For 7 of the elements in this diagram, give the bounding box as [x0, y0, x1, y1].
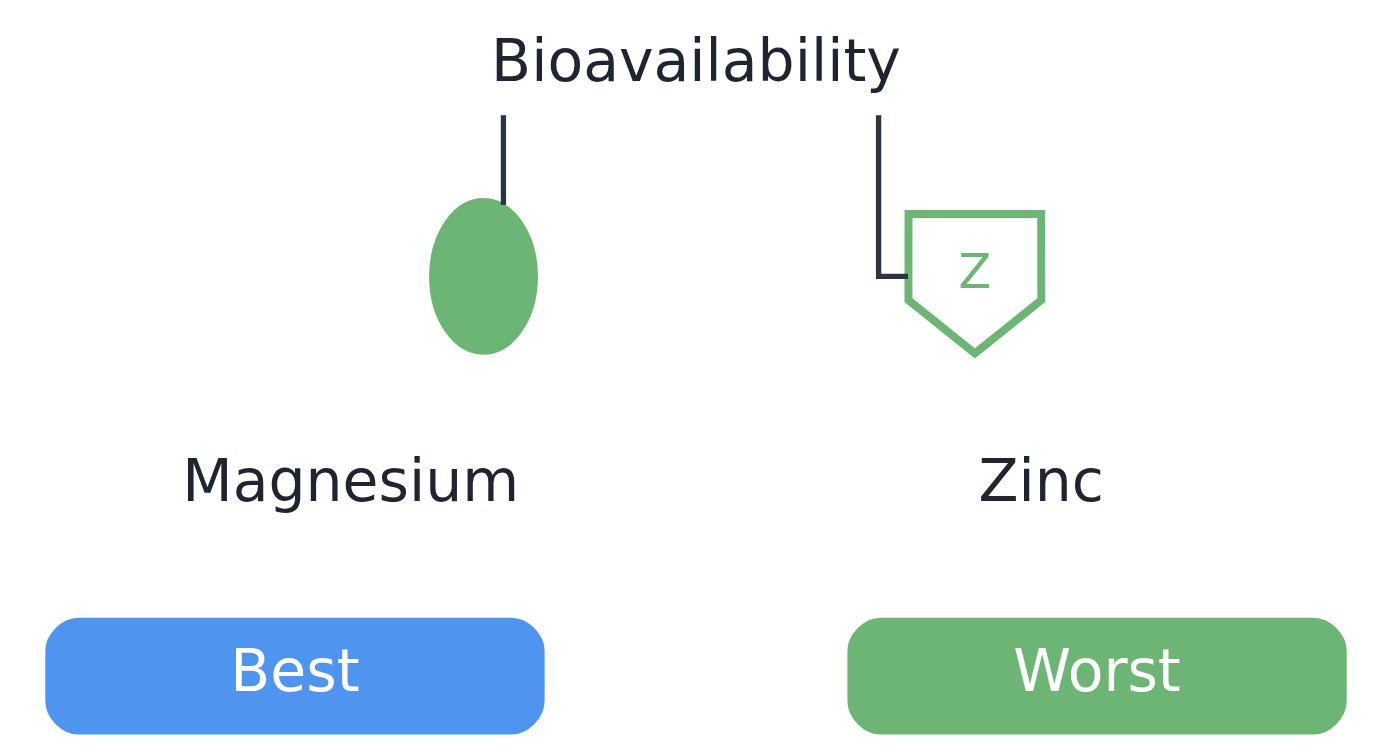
node-text: Bioavailability	[491, 27, 901, 96]
node-text: Magnesium	[182, 447, 520, 516]
node-box: Best	[45, 617, 545, 735]
node-box: Worst	[847, 617, 1347, 735]
node-text: Zinc	[978, 447, 1104, 516]
node-leaf	[429, 198, 538, 355]
connector	[500, 115, 507, 205]
